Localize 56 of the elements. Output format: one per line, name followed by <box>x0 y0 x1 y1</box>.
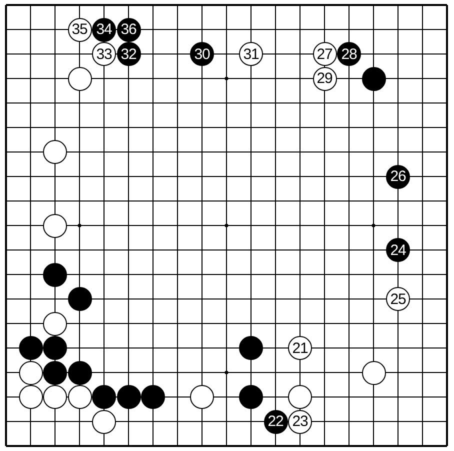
move-number: 28 <box>341 46 357 62</box>
go-stone <box>116 42 140 66</box>
move-number: 33 <box>96 46 112 62</box>
move-number: 35 <box>72 22 88 37</box>
move-number: 30 <box>194 46 210 62</box>
go-stone <box>141 385 165 409</box>
go-stone <box>18 336 42 360</box>
go-stone <box>362 66 386 90</box>
go-stone <box>386 164 410 188</box>
go-stone <box>18 360 42 384</box>
go-stone <box>43 262 67 286</box>
go-stone <box>362 360 386 384</box>
go-stone <box>92 385 116 409</box>
go-stone <box>337 42 361 66</box>
go-stone <box>288 336 312 360</box>
go-stone <box>116 18 140 42</box>
move-number: 22 <box>268 414 284 429</box>
go-stone <box>190 42 214 66</box>
move-number: 24 <box>390 242 406 258</box>
go-stone <box>43 360 67 384</box>
go-stone <box>386 238 410 262</box>
go-stone <box>18 385 42 409</box>
go-stone <box>68 66 92 90</box>
go-stone <box>43 140 67 164</box>
move-number: 21 <box>292 340 308 356</box>
go-stone <box>68 287 92 311</box>
move-number: 36 <box>120 22 136 37</box>
move-number: 25 <box>390 292 406 306</box>
go-stone <box>116 385 140 409</box>
move-number: 34 <box>96 22 112 37</box>
go-stone <box>68 18 92 42</box>
go-stone <box>264 410 288 434</box>
move-number: 23 <box>292 414 308 429</box>
move-number: 26 <box>390 169 406 184</box>
go-stone <box>92 18 116 42</box>
move-number: 32 <box>120 46 136 62</box>
go-stone <box>190 385 214 409</box>
go-stone <box>288 410 312 434</box>
go-stone <box>92 42 116 66</box>
go-stone <box>43 312 67 336</box>
go-stone <box>386 287 410 311</box>
move-number: 31 <box>243 46 259 62</box>
go-stone <box>239 336 263 360</box>
go-stone <box>43 385 67 409</box>
go-stone <box>68 360 92 384</box>
move-number: 27 <box>316 46 332 62</box>
go-stone <box>312 42 336 66</box>
go-stone <box>92 410 116 434</box>
go-stone <box>68 385 92 409</box>
go-stone <box>239 42 263 66</box>
go-stone <box>239 385 263 409</box>
go-stone <box>312 66 336 90</box>
move-number: 29 <box>316 71 332 86</box>
go-stone <box>43 336 67 360</box>
go-stone <box>43 214 67 238</box>
go-stone <box>288 385 312 409</box>
